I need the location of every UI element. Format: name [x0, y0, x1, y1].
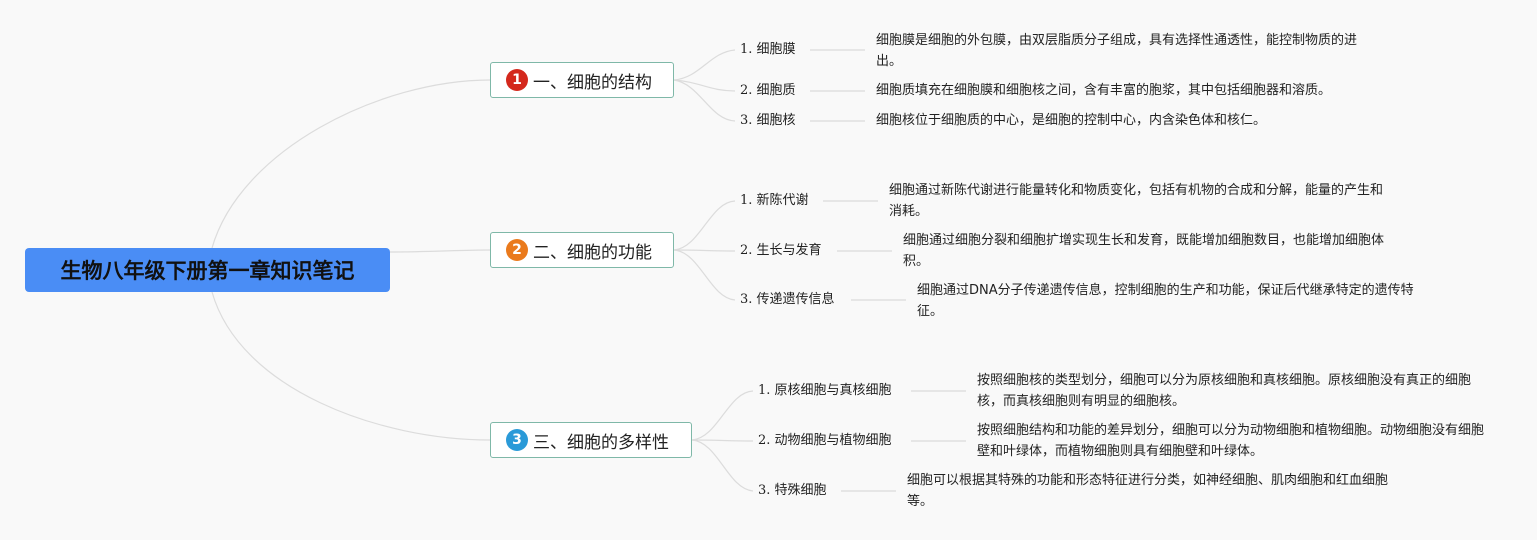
branch-title: 二、细胞的功能 — [533, 242, 652, 263]
subtopic-prokaryote-eukaryote[interactable]: 1. 原核细胞与真核细胞 — [758, 383, 892, 398]
number-badge-2: 2 — [506, 239, 528, 261]
connector-b3-s3 — [691, 439, 754, 492]
note-cytoplasm: 细胞质填充在细胞膜和细胞核之间，含有丰富的胞浆，其中包括细胞器和溶质。 — [876, 83, 1332, 98]
branch-topic-diversity[interactable]: 3 三、细胞的多样性 — [490, 422, 692, 458]
number-badge-1: 1 — [506, 69, 528, 91]
subtopic-special-cells[interactable]: 3. 特殊细胞 — [758, 483, 827, 498]
connector-b1-s1 — [673, 49, 736, 81]
branch-title: 三、细胞的多样性 — [533, 432, 669, 453]
note-prokaryote-eukaryote: 按照细胞核的类型划分，细胞可以分为原核细胞和真核细胞。原核细胞没有真正的细胞核，… — [977, 373, 1472, 409]
note-special-cells: 细胞可以根据其特殊的功能和形态特征进行分类，如神经细胞、肌肉细胞和红血细胞等。 — [907, 473, 1389, 509]
subtopic-nucleus[interactable]: 3. 细胞核 — [740, 113, 796, 128]
connector-b1-s2 — [673, 79, 736, 92]
connector-root-branch-2 — [389, 249, 491, 253]
connector-b3-s2 — [691, 439, 754, 442]
connector-b1-s3 — [673, 79, 736, 122]
note-animal-plant: 按照细胞结构和功能的差异划分，细胞可以分为动物细胞和植物细胞。动物细胞没有细胞壁… — [977, 423, 1485, 459]
connector-b2-s1 — [673, 200, 736, 251]
connector-root-branch-1 — [211, 79, 491, 249]
connector-b2-s3 — [673, 249, 736, 301]
subtopic-cell-membrane[interactable]: 1. 细胞膜 — [740, 42, 796, 57]
subtopic-metabolism[interactable]: 1. 新陈代谢 — [740, 193, 809, 208]
note-growth: 细胞通过细胞分裂和细胞扩增实现生长和发育，既能增加细胞数目，也能增加细胞体积。 — [903, 233, 1385, 269]
note-cell-membrane: 细胞膜是细胞的外包膜，由双层脂质分子组成，具有选择性通透性，能控制物质的进出。 — [876, 33, 1358, 69]
subtopic-growth[interactable]: 2. 生长与发育 — [740, 243, 822, 258]
root-topic[interactable]: 生物八年级下册第一章知识笔记 — [25, 248, 390, 292]
note-nucleus: 细胞核位于细胞质的中心，是细胞的控制中心，内含染色体和核仁。 — [876, 113, 1267, 128]
number-badge-3: 3 — [506, 429, 528, 451]
subtopic-cytoplasm[interactable]: 2. 细胞质 — [740, 83, 796, 98]
note-heredity: 细胞通过DNA分子传递遗传信息，控制细胞的生产和功能，保证后代继承特定的遗传特征… — [917, 283, 1414, 319]
connector-root-branch-3 — [211, 291, 491, 441]
connector-b3-s1 — [691, 390, 754, 441]
subtopic-animal-plant[interactable]: 2. 动物细胞与植物细胞 — [758, 433, 892, 448]
note-metabolism: 细胞通过新陈代谢进行能量转化和物质变化，包括有机物的合成和分解，能量的产生和消耗… — [889, 183, 1384, 219]
connector-b2-s2 — [673, 249, 736, 252]
branch-topic-function[interactable]: 2 二、细胞的功能 — [490, 232, 674, 268]
root-title: 生物八年级下册第一章知识笔记 — [60, 259, 355, 283]
subtopic-heredity[interactable]: 3. 传递遗传信息 — [740, 292, 835, 307]
branch-title: 一、细胞的结构 — [533, 72, 652, 93]
branch-topic-structure[interactable]: 1 一、细胞的结构 — [490, 62, 674, 98]
